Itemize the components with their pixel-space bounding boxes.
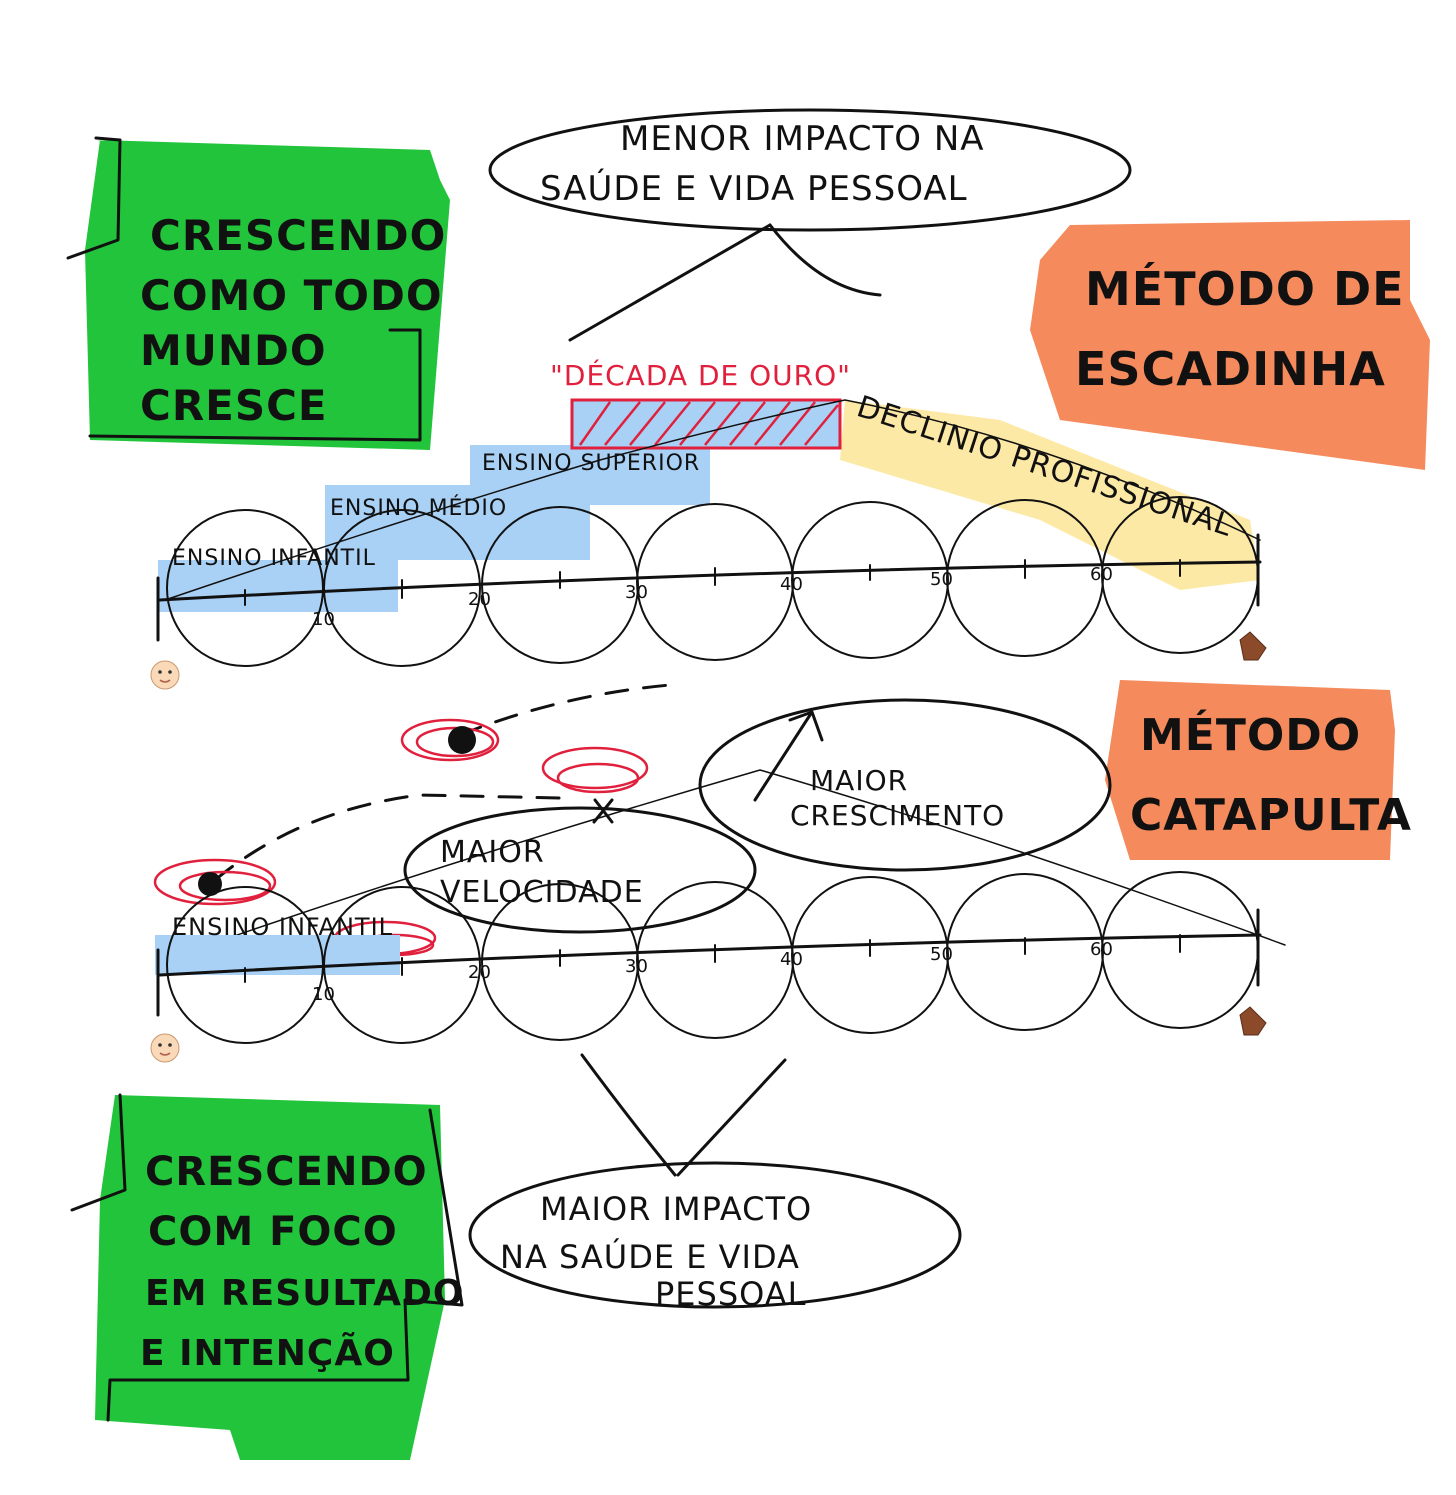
bubble-speed: MAIOR VELOCIDADE (403, 806, 757, 934)
catapult-ball-lower (198, 872, 222, 896)
green-label-bottom: CRESCENDO COM FOCO EM RESULTADO E INTENÇ… (70, 1093, 465, 1460)
bubble-more-impact-line-3: PESSOAL (655, 1275, 806, 1313)
tick-bottom-60: 60 (1090, 939, 1113, 960)
bubble-speed-line-1: MAIOR (440, 835, 545, 870)
green-label-top-line-2: COMO TODO (140, 271, 443, 320)
orange-label-bottom-line-1: MÉTODO (1140, 708, 1361, 761)
tick-top-20: 20 (468, 589, 491, 610)
bubble-less-impact-line-1: MENOR IMPACTO NA (620, 119, 985, 159)
green-label-top-line-3: MUNDO (140, 326, 327, 375)
golden-decade-box: "DÉCADA DE OURO" (550, 358, 851, 450)
bubble-more-impact-line-1: MAIOR IMPACTO (540, 1190, 812, 1228)
bubble-speed-line-2: VELOCIDADE (440, 875, 644, 910)
catapult-trajectory (213, 793, 562, 882)
orange-label-top-line-1: MÉTODO DE (1085, 262, 1405, 316)
orange-label-top-line-2: ESCADINHA (1075, 342, 1386, 396)
stage-label-medio: ENSINO MÉDIO (330, 495, 507, 521)
green-label-bottom-line-1: CRESCENDO (145, 1149, 428, 1195)
baby-face-icon (150, 1033, 180, 1063)
green-label-bottom-line-4: E INTENÇÃO (140, 1332, 395, 1374)
green-label-top: CRESCENDO COMO TODO MUNDO CRESCE (66, 136, 450, 450)
green-label-bottom-line-3: EM RESULTADO (145, 1273, 465, 1314)
orange-label-top: MÉTODO DE ESCADINHA (1030, 220, 1430, 470)
growth-curve-top (164, 399, 1261, 601)
bubble-growth-line-1: MAIOR (810, 764, 908, 797)
bubble-growth: MAIOR CRESCIMENTO (698, 698, 1112, 872)
bubble-less-impact-line-2: SAÚDE E VIDA PESSOAL (540, 168, 968, 209)
baby-face-icon (150, 660, 180, 690)
bubble-more-impact: MAIOR IMPACTO NA SAÚDE E VIDA PESSOAL (468, 1053, 962, 1313)
tick-top-30: 30 (625, 582, 648, 603)
tick-top-40: 40 (780, 574, 803, 595)
tick-bottom-30: 30 (625, 956, 648, 977)
stage-label-bottom: ENSINO INFANTIL (172, 913, 393, 941)
growth-curve-bottom (164, 769, 1286, 961)
stage-label-infantil: ENSINO INFANTIL (172, 546, 376, 571)
bubble-more-impact-line-2: NA SAÚDE E VIDA (500, 1237, 800, 1276)
stage-label-superior: ENSINO SUPERIOR (482, 451, 700, 476)
green-label-top-line-1: CRESCENDO (150, 211, 446, 260)
tick-bottom-10: 10 (312, 984, 335, 1005)
tick-top-10: 10 (312, 609, 335, 630)
bubble-less-impact: MENOR IMPACTO NA SAÚDE E VIDA PESSOAL (488, 108, 1132, 342)
bubble-growth-line-2: CRESCIMENTO (790, 799, 1005, 832)
stage-highlights-top (158, 400, 1260, 612)
catapult-ball-upper (448, 726, 476, 754)
tick-top-50: 50 (930, 569, 953, 590)
coffin-icon (1239, 631, 1267, 661)
tick-bottom-20: 20 (468, 962, 491, 983)
golden-decade-label: "DÉCADA DE OURO" (550, 358, 851, 392)
tick-bottom-50: 50 (930, 944, 953, 965)
orange-label-bottom: MÉTODO CATAPULTA (1105, 680, 1412, 860)
coffin-icon (1239, 1006, 1267, 1036)
green-label-top-line-4: CRESCE (140, 381, 328, 430)
green-label-bottom-line-2: COM FOCO (148, 1209, 398, 1255)
timeline-axis-top: 10 20 30 40 50 60 (156, 533, 1262, 642)
timeline-axis-bottom: 10 20 30 40 50 60 (156, 908, 1262, 1017)
tick-top-60: 60 (1090, 564, 1113, 585)
tick-bottom-40: 40 (780, 949, 803, 970)
orange-label-bottom-line-2: CATAPULTA (1130, 790, 1412, 841)
